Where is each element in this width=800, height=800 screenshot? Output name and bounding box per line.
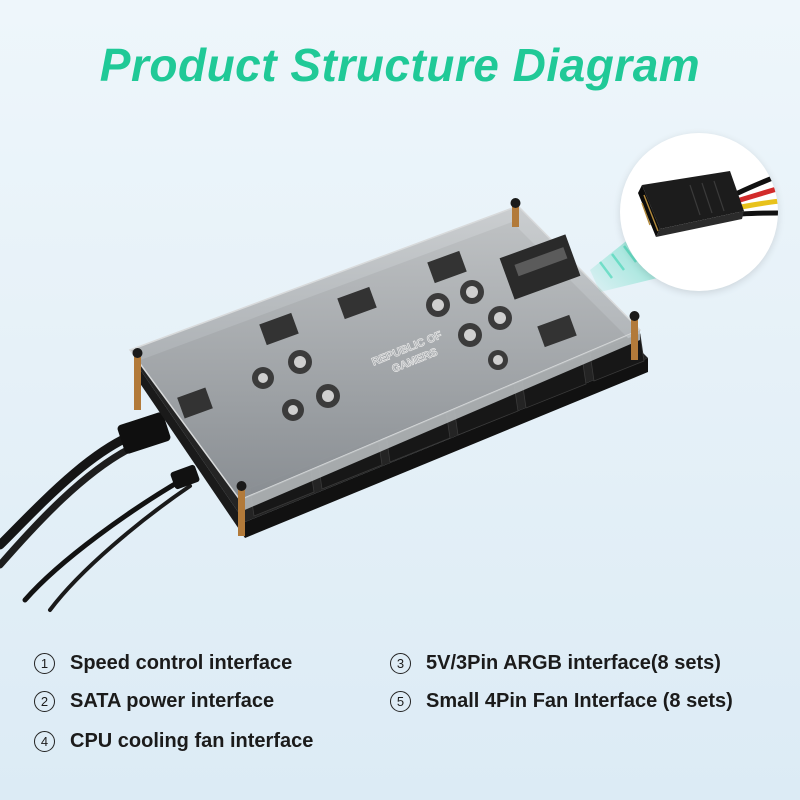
legend-item-sata-power: 2 SATA power interface: [34, 690, 274, 713]
header: [427, 250, 467, 284]
legend-item-speed-control: 1 Speed control interface: [34, 652, 292, 675]
header: [177, 387, 213, 419]
sata-cable-2: [0, 442, 139, 569]
legend-number: 4: [34, 731, 55, 752]
sata-connector-zoom: [620, 133, 778, 291]
legend-label: 5V/3Pin ARGB interface(8 sets): [426, 652, 721, 674]
page-title: Product Structure Diagram: [99, 39, 701, 91]
legend-label: SATA power interface: [70, 690, 275, 712]
legend-label: CPU cooling fan interface: [70, 730, 314, 752]
legend-number: 1: [34, 653, 55, 674]
header: [337, 286, 377, 320]
fan-cable-connector: [170, 464, 200, 490]
pcb-front-edge: [245, 358, 648, 538]
legend: 1 Speed control interface 3 5V/3Pin ARGB…: [34, 644, 774, 764]
sata-connector-ribs: [689, 180, 725, 216]
callout-stripes: [599, 245, 637, 279]
product-illustration: REPUBLIC OF GAMERS: [0, 198, 690, 612]
header: [537, 314, 577, 348]
sata-connector-body: [642, 171, 744, 229]
legend-number: 2: [34, 691, 55, 712]
header: [259, 312, 299, 346]
sata-connector-illustration: [638, 171, 778, 237]
legend-item-4pin-fan: 5 Small 4Pin Fan Interface (8 sets): [390, 690, 733, 713]
cables: [0, 427, 192, 612]
fan-cable: [22, 475, 188, 603]
legend-item-cpu-fan: 4 CPU cooling fan interface: [34, 730, 313, 753]
legend-label: Small 4Pin Fan Interface (8 sets): [426, 690, 733, 712]
legend-item-argb: 3 5V/3Pin ARGB interface(8 sets): [390, 652, 721, 675]
legend-number: 5: [390, 691, 411, 712]
components: [177, 234, 581, 421]
legend-label: Speed control interface: [70, 652, 293, 674]
legend-number: 3: [390, 653, 411, 674]
sata-cable-connector: [117, 412, 171, 454]
fan-cable-2: [48, 484, 192, 612]
acrylic-front-edge: [240, 330, 640, 512]
sata-power-wires: [735, 173, 778, 217]
sata-connector-pins: [641, 194, 659, 232]
pcb-left-edge: [135, 362, 245, 538]
standoffs: [132, 198, 640, 536]
